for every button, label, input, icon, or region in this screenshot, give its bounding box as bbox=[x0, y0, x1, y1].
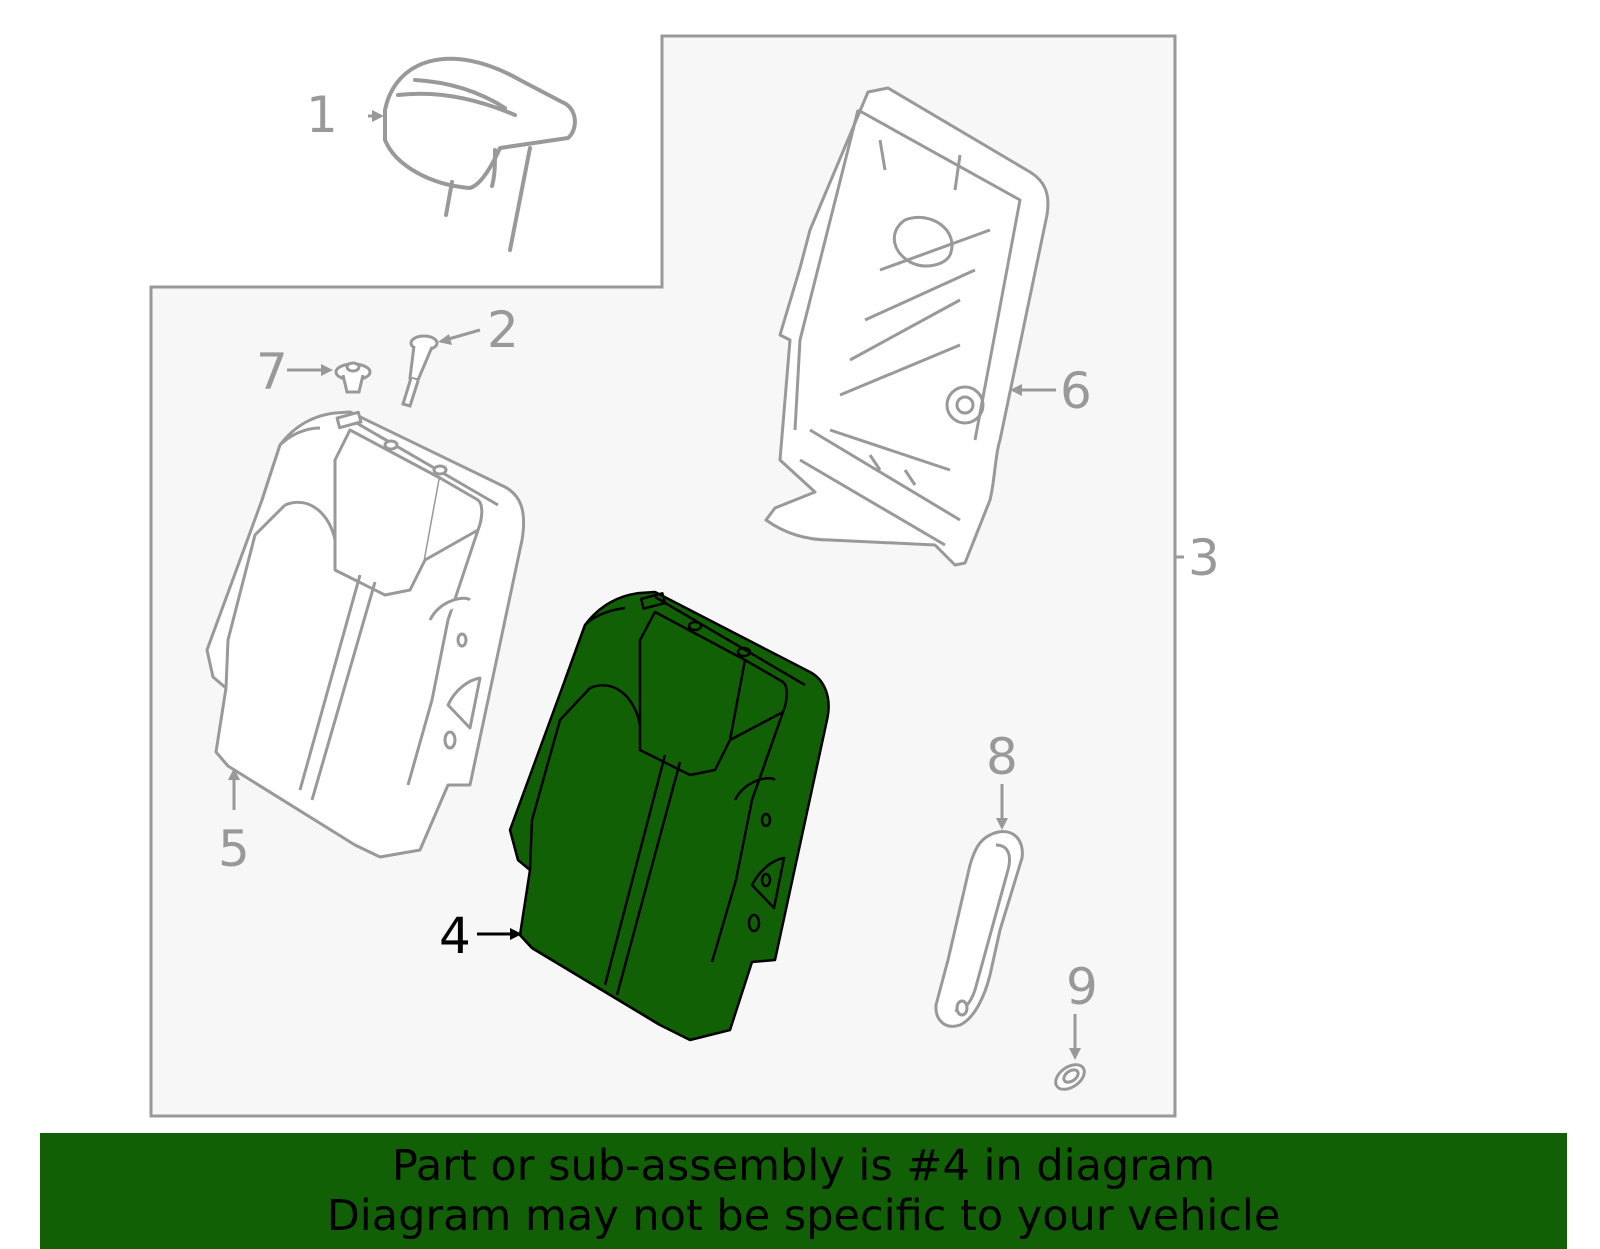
arrow-5 bbox=[228, 768, 240, 780]
callout-9: 9 bbox=[1066, 958, 1098, 1016]
callout-7: 7 bbox=[256, 343, 288, 401]
seatback-frame-part[interactable] bbox=[764, 86, 1050, 567]
arrow-8 bbox=[996, 818, 1008, 830]
seatback-cover-part[interactable] bbox=[205, 410, 526, 859]
headrest-guide-part[interactable] bbox=[401, 334, 439, 408]
callout-6: 6 bbox=[1060, 362, 1092, 420]
info-banner: Part or sub-assembly is #4 in diagram Di… bbox=[40, 1133, 1567, 1249]
arrow-9 bbox=[1069, 1048, 1081, 1060]
parts-diagram: 1 7 2 6 3 bbox=[149, 34, 1220, 1118]
callout-8: 8 bbox=[986, 728, 1018, 786]
trim-panel-part[interactable] bbox=[934, 830, 1024, 1028]
arrow-6 bbox=[1010, 384, 1022, 396]
clip-part[interactable] bbox=[334, 361, 372, 394]
leader-2 bbox=[444, 328, 481, 342]
callout-1: 1 bbox=[306, 86, 338, 144]
headrest-part[interactable] bbox=[383, 56, 577, 252]
callout-3: 3 bbox=[1188, 529, 1220, 587]
callout-4: 4 bbox=[439, 907, 471, 965]
arrow-2 bbox=[438, 334, 452, 345]
banner-line-1: Part or sub-assembly is #4 in diagram bbox=[391, 1141, 1216, 1191]
arrow-7 bbox=[321, 364, 333, 376]
arrow-1 bbox=[372, 110, 384, 122]
grommet-part[interactable] bbox=[1051, 1060, 1089, 1095]
banner-line-2: Diagram may not be specific to your vehi… bbox=[326, 1191, 1281, 1241]
callout-5: 5 bbox=[218, 820, 250, 878]
callout-2: 2 bbox=[487, 301, 519, 359]
arrow-4 bbox=[510, 928, 522, 940]
seatback-cover-highlighted-part[interactable] bbox=[508, 590, 830, 1042]
